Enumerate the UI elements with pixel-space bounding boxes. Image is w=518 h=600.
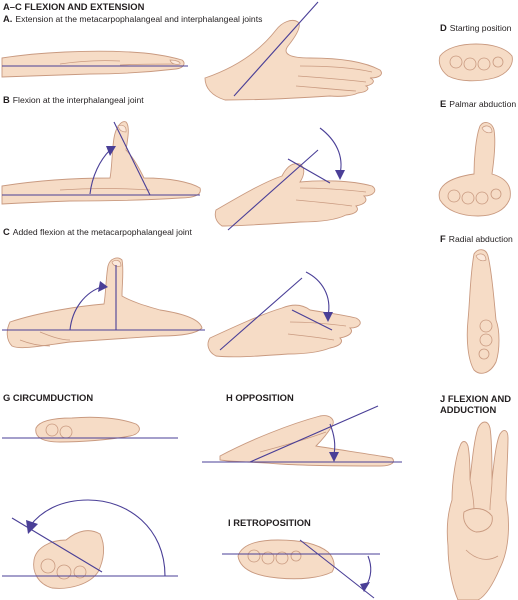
label-panel-j-letter: J <box>440 393 446 404</box>
reference-line-b-left-oblique <box>113 121 151 196</box>
label-panel-d-letter: D <box>440 22 447 33</box>
reference-line-h-oblique <box>249 405 379 463</box>
hand-b-right <box>214 163 376 227</box>
motion-arrowhead-h <box>329 452 339 462</box>
label-panel-i: I RETROPOSITION <box>228 518 311 528</box>
main-heading-text: FLEXION AND EXTENSION <box>24 1 145 12</box>
label-panel-f-text: Radial abduction <box>448 234 513 244</box>
label-panel-e-letter: E <box>440 98 447 109</box>
hand-i <box>237 539 335 580</box>
label-panel-a-letter: A. <box>3 13 13 24</box>
reference-line-a-right <box>233 1 319 97</box>
hand-h <box>219 415 394 467</box>
motion-arrowhead-g-lower <box>26 520 38 534</box>
motion-arc-h <box>329 423 336 455</box>
label-panel-i-letter: I <box>228 517 231 528</box>
reference-line-c-right-short <box>291 309 333 331</box>
label-panel-j-text: FLEXION AND ADDUCTION <box>440 393 512 415</box>
hand-a-left <box>1 50 185 78</box>
hand-f <box>466 249 500 374</box>
label-panel-e-text: Palmar abduction <box>449 99 517 109</box>
hand-a-right <box>204 19 382 101</box>
hand-e <box>438 122 511 217</box>
motion-arrowhead-c-right <box>323 312 333 322</box>
motion-arc-g-lower <box>29 499 166 577</box>
motion-arrowhead-b-left <box>106 146 116 156</box>
label-panel-g: G CIRCUMDUCTION <box>3 393 93 403</box>
label-panel-f-letter: F <box>440 233 446 244</box>
reference-line-c-right-oblique <box>219 277 303 351</box>
hand-c-left <box>6 257 203 349</box>
label-panel-a-text: Extension at the metacarpophalangeal and… <box>15 14 263 24</box>
label-panel-h-text: OPPOSITION <box>235 392 294 403</box>
hand-c-right <box>207 304 361 358</box>
motion-arrowhead-b-right <box>335 170 345 180</box>
label-panel-g-letter: G <box>3 392 11 403</box>
motion-arc-b-left <box>89 149 111 195</box>
label-panel-c-letter: C <box>3 226 10 237</box>
motion-arc-b-right <box>319 127 342 175</box>
reference-line-b-right-oblique <box>227 149 319 231</box>
main-heading: A–C FLEXION AND EXTENSION <box>3 2 144 12</box>
label-panel-b-text: Flexion at the interphalangeal joint <box>12 95 144 105</box>
label-panel-i-text: RETROPOSITION <box>233 517 311 528</box>
reference-line-b-right-short <box>287 158 331 184</box>
reference-line-i-oblique <box>299 539 375 599</box>
hand-j <box>446 421 509 600</box>
label-panel-b-letter: B <box>3 94 10 105</box>
motion-arc-c-right <box>305 271 330 317</box>
label-panel-h: H OPPOSITION <box>226 393 294 403</box>
motion-arrowhead-c-left <box>98 281 108 292</box>
main-heading-letters: A–C <box>3 1 22 12</box>
label-panel-h-letter: H <box>226 392 233 403</box>
label-panel-d-text: Starting position <box>449 23 512 33</box>
hand-d <box>438 43 513 82</box>
hand-g-upper <box>35 416 140 443</box>
motion-arrowhead-i <box>360 582 370 592</box>
label-panel-a: A.Extension at the metacarpophalangeal a… <box>3 13 263 25</box>
hand-g-lower <box>33 530 105 589</box>
hand-b-left <box>1 121 201 205</box>
motion-arc-i <box>365 555 372 587</box>
label-panel-j: J FLEXION AND ADDUCTION <box>440 393 512 415</box>
label-panel-g-text: CIRCUMDUCTION <box>12 392 94 403</box>
label-panel-c-text: Added flexion at the metacarpophalangeal… <box>12 227 192 237</box>
